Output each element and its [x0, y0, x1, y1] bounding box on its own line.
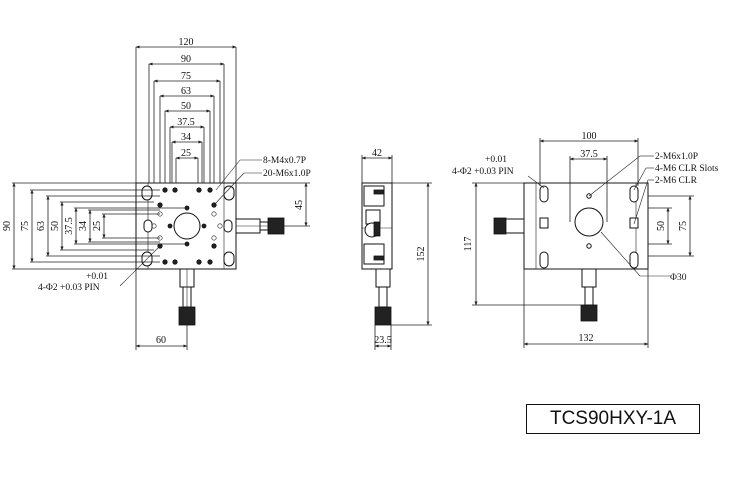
note-bottom-m6-clr: 2-M6 CLR: [655, 176, 698, 186]
note-m6-taps: 20-M6x1.0P: [263, 169, 311, 179]
dim-45: 45: [294, 200, 305, 210]
dim-34: 34: [181, 132, 191, 143]
bottom-micrometer-bottom: [580, 304, 598, 322]
bottom-micrometer-left: [493, 217, 507, 235]
dim-bottom-132: 132: [579, 333, 594, 344]
pin-tolerance-bottom: +0.01: [485, 155, 507, 165]
dim-v-37-5: 37.5: [64, 217, 75, 235]
dim-bottom-75: 75: [678, 221, 689, 231]
bottom-view: 100 37.5 117 75 50 132 2-M6x1.0P 4-M6 CL…: [452, 131, 719, 348]
dim-60: 60: [156, 335, 166, 346]
dim-side-42: 42: [372, 148, 382, 159]
dim-v-25: 25: [92, 221, 103, 231]
dim-v-90: 90: [2, 221, 13, 231]
pin-spec-bottom: 4-Φ2 +0.03 PIN: [452, 167, 514, 177]
dim-bottom-hole: Φ30: [670, 273, 687, 283]
note-bottom-m6-tap: 2-M6x1.0P: [655, 152, 698, 162]
side-view: 42 152 23.5: [361, 148, 432, 350]
dim-120: 120: [179, 37, 194, 48]
note-bottom-clr-slots: 4-M6 CLR Slots: [655, 164, 719, 174]
dim-side-152: 152: [416, 247, 427, 262]
dim-side-23-5: 23.5: [374, 335, 392, 346]
dim-bottom-100: 100: [582, 131, 597, 142]
note-m4-taps: 8-M4x0.7P: [263, 156, 306, 166]
pin-tolerance-top: +0.01: [86, 272, 108, 282]
pin-spec-top: 4-Φ2 +0.03 PIN: [38, 283, 100, 293]
dim-v-75: 75: [20, 221, 31, 231]
dim-90: 90: [181, 54, 191, 65]
dim-50: 50: [181, 101, 191, 112]
dim-63: 63: [181, 86, 191, 97]
dim-75: 75: [181, 71, 191, 82]
dim-v-50: 50: [50, 221, 61, 231]
dim-bottom-50: 50: [656, 221, 667, 231]
top-view: 120 90 75 63 50 37.5 34 25 90 75 63 50: [2, 37, 311, 350]
bottom-center-hole: [574, 207, 604, 237]
dim-25: 25: [181, 148, 191, 159]
dim-v-34: 34: [78, 221, 89, 231]
model-label: TCS90HXY-1A: [526, 404, 700, 434]
dim-37-5: 37.5: [177, 117, 195, 128]
side-micrometer-knob: [374, 306, 392, 326]
dim-bottom-37-5: 37.5: [580, 149, 598, 160]
center-hole: [173, 212, 201, 240]
dim-bottom-117: 117: [463, 237, 474, 252]
dim-v-63: 63: [36, 221, 47, 231]
